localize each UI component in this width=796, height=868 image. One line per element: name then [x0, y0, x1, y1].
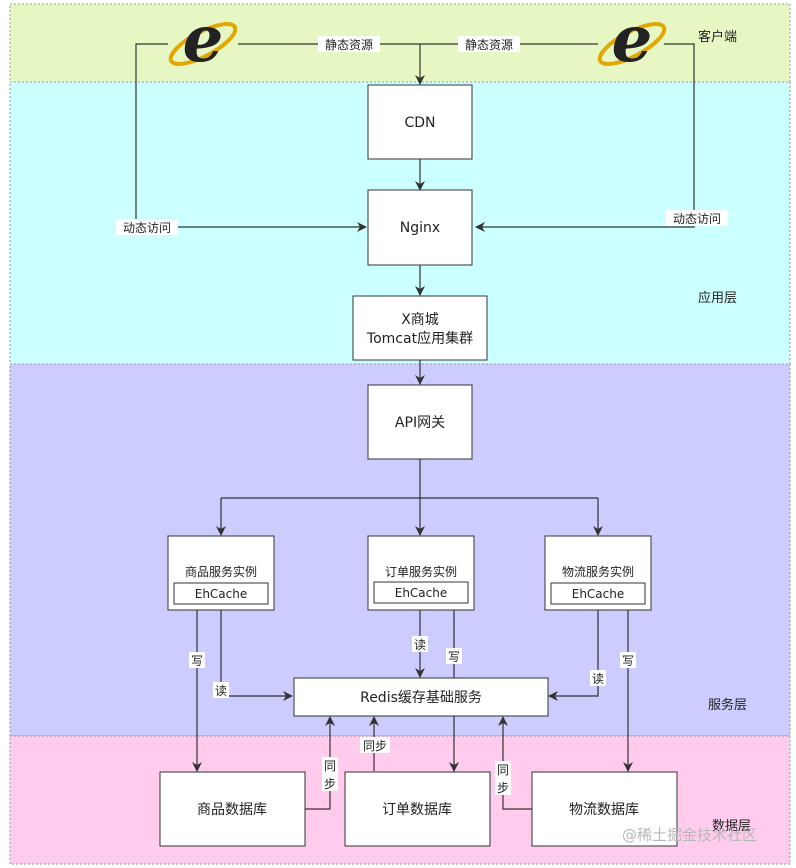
svg-text:同: 同: [324, 759, 336, 773]
order-db-node: 订单数据库: [344, 771, 491, 847]
watermark: @稀土掘金技术社区: [622, 826, 757, 844]
svg-text:静态资源: 静态资源: [325, 38, 373, 52]
svg-text:写: 写: [622, 654, 634, 668]
label-sync-product: 同 步: [322, 757, 338, 791]
logistics-db-node: 物流数据库: [531, 771, 678, 847]
client-layer: [9, 3, 791, 83]
svg-text:读: 读: [215, 684, 227, 698]
label-product-write: 写: [189, 652, 205, 668]
svg-text:物流数据库: 物流数据库: [569, 802, 639, 818]
svg-text:商品服务实例: 商品服务实例: [185, 564, 257, 579]
svg-text:物流服务实例: 物流服务实例: [562, 564, 634, 579]
data-layer-label: 数据层: [712, 819, 751, 834]
label-order-read: 读: [412, 636, 428, 652]
svg-text:EhCache: EhCache: [195, 587, 248, 601]
svg-text:e: e: [183, 2, 224, 77]
logistics-service-node: 物流服务实例 EhCache: [544, 535, 652, 611]
api-gateway-node: API网关: [367, 384, 473, 460]
svg-text:写: 写: [191, 654, 203, 668]
svg-text:Redis缓存基础服务: Redis缓存基础服务: [360, 689, 482, 706]
svg-text:读: 读: [414, 638, 426, 652]
label-sync-order: 同步: [360, 737, 390, 753]
edge-dynamic-right: [475, 43, 695, 232]
label-order-write: 写: [446, 648, 462, 664]
label-product-read: 读: [213, 682, 229, 698]
app-layer-label: 应用层: [698, 290, 737, 306]
svg-text:API网关: API网关: [395, 415, 445, 431]
client-layer-label: 客户端: [698, 29, 737, 45]
svg-text:写: 写: [448, 650, 460, 664]
label-static-1: 静态资源: [318, 36, 380, 52]
svg-text:动态访问: 动态访问: [123, 221, 171, 235]
svg-text:同: 同: [497, 763, 509, 777]
order-service-node: 订单服务实例 EhCache: [367, 535, 475, 611]
svg-text:步: 步: [497, 781, 509, 795]
label-logistics-read: 读: [590, 670, 606, 686]
cdn-node: CDN: [367, 84, 473, 160]
tomcat-cluster-node: X商城 Tomcat应用集群: [352, 295, 488, 361]
label-dynamic-left: 动态访问: [116, 219, 178, 235]
ie-browser-icon: e: [597, 2, 667, 77]
label-static-2: 静态资源: [458, 36, 520, 52]
svg-text:e: e: [612, 2, 653, 77]
nginx-node: Nginx: [367, 189, 473, 266]
product-service-node: 商品服务实例 EhCache: [167, 535, 275, 611]
svg-text:订单服务实例: 订单服务实例: [385, 564, 457, 579]
label-sync-logistics: 同 步: [495, 761, 511, 795]
svg-text:CDN: CDN: [404, 115, 435, 131]
svg-text:静态资源: 静态资源: [465, 38, 513, 52]
ie-browser-icon: e: [168, 2, 238, 77]
svg-text:Tomcat应用集群: Tomcat应用集群: [366, 330, 473, 347]
svg-text:X商城: X商城: [401, 312, 439, 328]
svg-text:商品数据库: 商品数据库: [197, 802, 267, 818]
redis-service-node: Redis缓存基础服务: [293, 677, 549, 717]
edge-sync-product: [305, 716, 335, 810]
edge-sync-logistics: [498, 716, 532, 810]
svg-text:动态访问: 动态访问: [673, 212, 721, 226]
svg-text:同步: 同步: [363, 739, 387, 753]
svg-text:Nginx: Nginx: [400, 220, 440, 236]
product-db-node: 商品数据库: [159, 771, 306, 847]
label-logistics-write: 写: [620, 652, 636, 668]
svg-text:EhCache: EhCache: [572, 587, 625, 601]
edge-logistics-read: [548, 610, 599, 701]
svg-text:步: 步: [324, 777, 336, 791]
svg-text:EhCache: EhCache: [395, 586, 448, 600]
service-layer-label: 服务层: [708, 697, 747, 713]
svg-text:订单数据库: 订单数据库: [382, 802, 452, 818]
svg-text:读: 读: [592, 672, 604, 686]
label-dynamic-right: 动态访问: [666, 210, 728, 226]
edge-dynamic-left: [135, 43, 367, 232]
